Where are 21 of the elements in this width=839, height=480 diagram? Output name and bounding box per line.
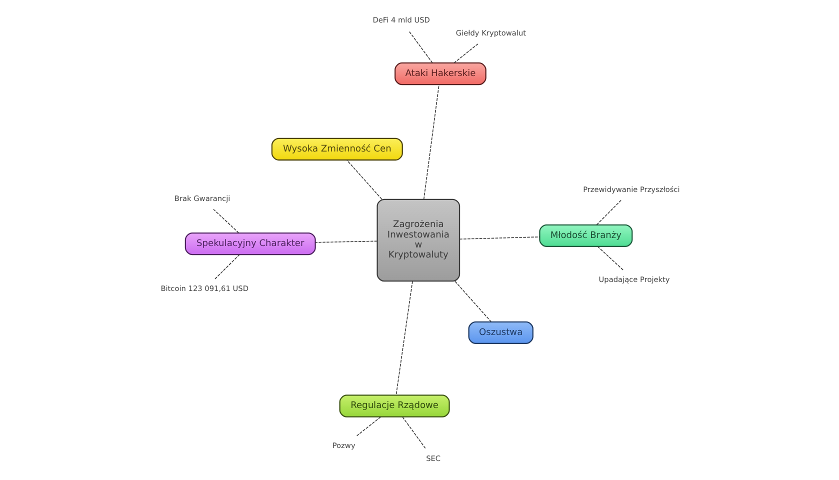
connector	[212, 208, 239, 234]
connector	[356, 416, 381, 436]
connector	[596, 200, 622, 226]
node-box: Oszustwa	[468, 321, 533, 344]
connector	[314, 240, 377, 243]
node-box: Regulacje Rządowe	[338, 394, 450, 418]
connector	[402, 416, 426, 450]
node-box: Wysoka Zmienność Cen	[270, 138, 402, 161]
node-box: Spekulacyjny Charakter	[184, 232, 316, 256]
node-box: Zagrożenia Inwestowania w Kryptowaluty	[376, 198, 460, 282]
connector	[458, 236, 540, 240]
connector	[395, 280, 412, 396]
node-box: Ataki Hakerskie	[394, 62, 486, 86]
connector	[422, 84, 439, 200]
connector	[214, 254, 240, 280]
connector	[346, 160, 382, 200]
connector	[596, 246, 624, 270]
connector	[408, 30, 432, 64]
node-box: Młodość Branży	[538, 224, 632, 247]
connector	[454, 280, 492, 322]
connector	[453, 43, 478, 64]
